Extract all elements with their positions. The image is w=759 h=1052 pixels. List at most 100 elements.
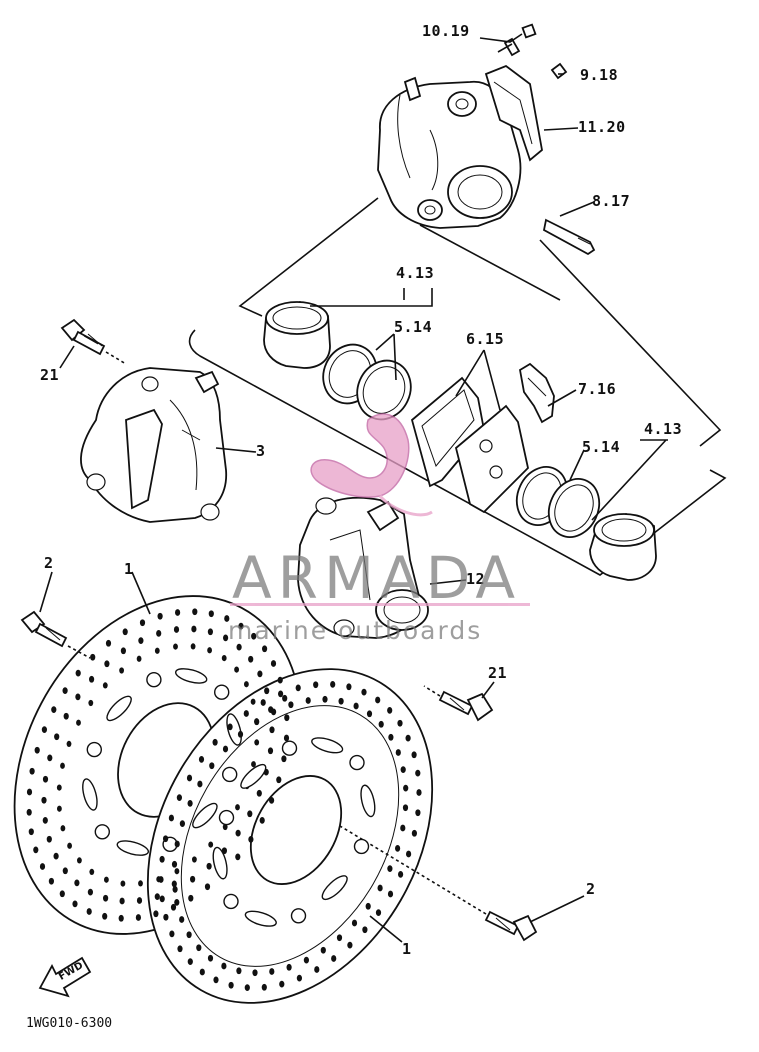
disc-drill-hole bbox=[237, 730, 244, 738]
disc-drill-hole bbox=[135, 914, 141, 921]
disc-drill-hole bbox=[221, 962, 227, 970]
disc-drill-hole bbox=[221, 654, 227, 662]
disc-drill-hole bbox=[400, 824, 406, 832]
disc-drill-hole bbox=[72, 900, 78, 908]
disc-drill-hole bbox=[197, 780, 203, 788]
disc-drill-hole bbox=[377, 884, 383, 892]
callout-5-14-upper: 5.14 bbox=[394, 318, 433, 336]
caliper-left bbox=[80, 367, 227, 523]
disc-drill-hole bbox=[224, 615, 230, 622]
callout-4-13-lower: 4.13 bbox=[644, 420, 683, 438]
disc-drill-hole bbox=[120, 647, 126, 655]
disc-drill-hole bbox=[288, 701, 294, 709]
disc-drill-hole bbox=[120, 880, 126, 887]
disc-drill-hole bbox=[207, 954, 214, 962]
disc-drill-hole bbox=[331, 955, 337, 962]
disc-drill-hole bbox=[336, 934, 343, 942]
disc-drill-hole bbox=[104, 660, 110, 668]
disc-carrier-slot bbox=[240, 763, 267, 789]
disc-drill-hole bbox=[186, 774, 193, 782]
disc-drill-hole bbox=[77, 857, 82, 864]
disc-drill-hole bbox=[62, 687, 68, 694]
disc-drill-hole bbox=[269, 726, 275, 734]
disc-button bbox=[353, 838, 370, 855]
piston-upper bbox=[263, 300, 331, 369]
callout-1-lower: 1 bbox=[402, 940, 412, 958]
disc-drill-hole bbox=[212, 738, 218, 746]
disc-drill-hole bbox=[228, 981, 234, 989]
bolt-21-upper bbox=[60, 318, 127, 365]
disc-drill-hole bbox=[175, 609, 181, 616]
disc-drill-hole bbox=[192, 856, 197, 863]
callout-2-upper: 2 bbox=[44, 554, 54, 572]
disc-button bbox=[221, 766, 238, 783]
disc-drill-hole bbox=[104, 876, 109, 883]
disc-drill-hole bbox=[305, 697, 311, 704]
disc-drill-hole bbox=[222, 823, 228, 831]
disc-carrier-slot bbox=[226, 713, 242, 746]
disc-drill-hole bbox=[60, 762, 65, 769]
disc-drill-hole bbox=[314, 966, 320, 973]
disc-drill-hole bbox=[366, 710, 373, 718]
disc-drill-hole bbox=[235, 804, 240, 811]
callout-4-13-upper: 4.13 bbox=[396, 264, 435, 282]
bolt-21-lower bbox=[423, 685, 494, 722]
disc-drill-hole bbox=[103, 894, 109, 902]
disc-drill-hole bbox=[222, 745, 229, 753]
disc-drill-hole bbox=[119, 897, 125, 905]
disc-drill-hole bbox=[375, 909, 382, 916]
callout-21-lower: 21 bbox=[488, 664, 508, 682]
disc-drill-hole bbox=[251, 632, 257, 640]
disc-drill-hole bbox=[136, 655, 142, 662]
watermark-logo bbox=[230, 413, 530, 606]
disc-drill-hole bbox=[244, 681, 249, 688]
disc-carrier-slot bbox=[174, 668, 208, 684]
disc-drill-hole bbox=[365, 902, 371, 910]
disc-button bbox=[94, 824, 111, 840]
callout-6-15: 6.15 bbox=[466, 330, 505, 348]
disc-drill-hole bbox=[118, 914, 124, 922]
disc-drill-hole bbox=[89, 675, 95, 683]
brake-disc-lower bbox=[146, 668, 434, 1004]
disc-drill-hole bbox=[208, 841, 214, 848]
disc-carrier-slot bbox=[116, 840, 150, 856]
disc-drill-hole bbox=[122, 628, 128, 636]
disc-drill-hole bbox=[139, 619, 146, 627]
disc-drill-hole bbox=[353, 702, 359, 710]
disc-drill-hole bbox=[75, 693, 81, 701]
disc-drill-hole bbox=[170, 903, 177, 911]
callout-9-18: 9.18 bbox=[580, 66, 619, 84]
disc-drill-hole bbox=[269, 968, 275, 975]
disc-carrier-slot bbox=[321, 875, 348, 901]
bolt-2-upper bbox=[20, 610, 91, 659]
disc-drill-hole bbox=[63, 712, 69, 720]
disc-drill-hole bbox=[190, 875, 196, 883]
forward-arrow bbox=[38, 956, 92, 998]
disc-drill-hole bbox=[378, 720, 384, 728]
disc-drill-hole bbox=[415, 809, 421, 817]
disc-drill-hole bbox=[208, 610, 214, 618]
disc-drill-hole bbox=[251, 761, 256, 768]
disc-drill-hole bbox=[351, 919, 358, 927]
disc-drill-hole bbox=[277, 676, 283, 684]
seal-lower-b bbox=[547, 478, 601, 538]
disc-drill-hole bbox=[254, 718, 260, 726]
disc-drill-hole bbox=[281, 755, 287, 763]
callout-2-lower: 2 bbox=[586, 880, 596, 898]
disc-drill-hole bbox=[171, 880, 177, 888]
disc-drill-hole bbox=[59, 890, 65, 898]
disc-drill-hole bbox=[276, 776, 282, 784]
disc-drill-hole bbox=[269, 797, 275, 804]
disc-drill-hole bbox=[284, 714, 290, 722]
disc-drill-hole bbox=[254, 739, 260, 746]
disc-drill-hole bbox=[416, 789, 422, 796]
disc-drill-hole bbox=[400, 766, 406, 773]
disc-drill-hole bbox=[90, 653, 96, 661]
disc-drill-hole bbox=[188, 894, 194, 902]
disc-drill-hole bbox=[191, 625, 197, 633]
disc-drill-hole bbox=[177, 945, 183, 953]
disc-drill-hole bbox=[238, 622, 244, 630]
disc-drill-hole bbox=[187, 958, 193, 965]
disc-button bbox=[213, 684, 230, 700]
disc-drill-hole bbox=[270, 660, 277, 667]
